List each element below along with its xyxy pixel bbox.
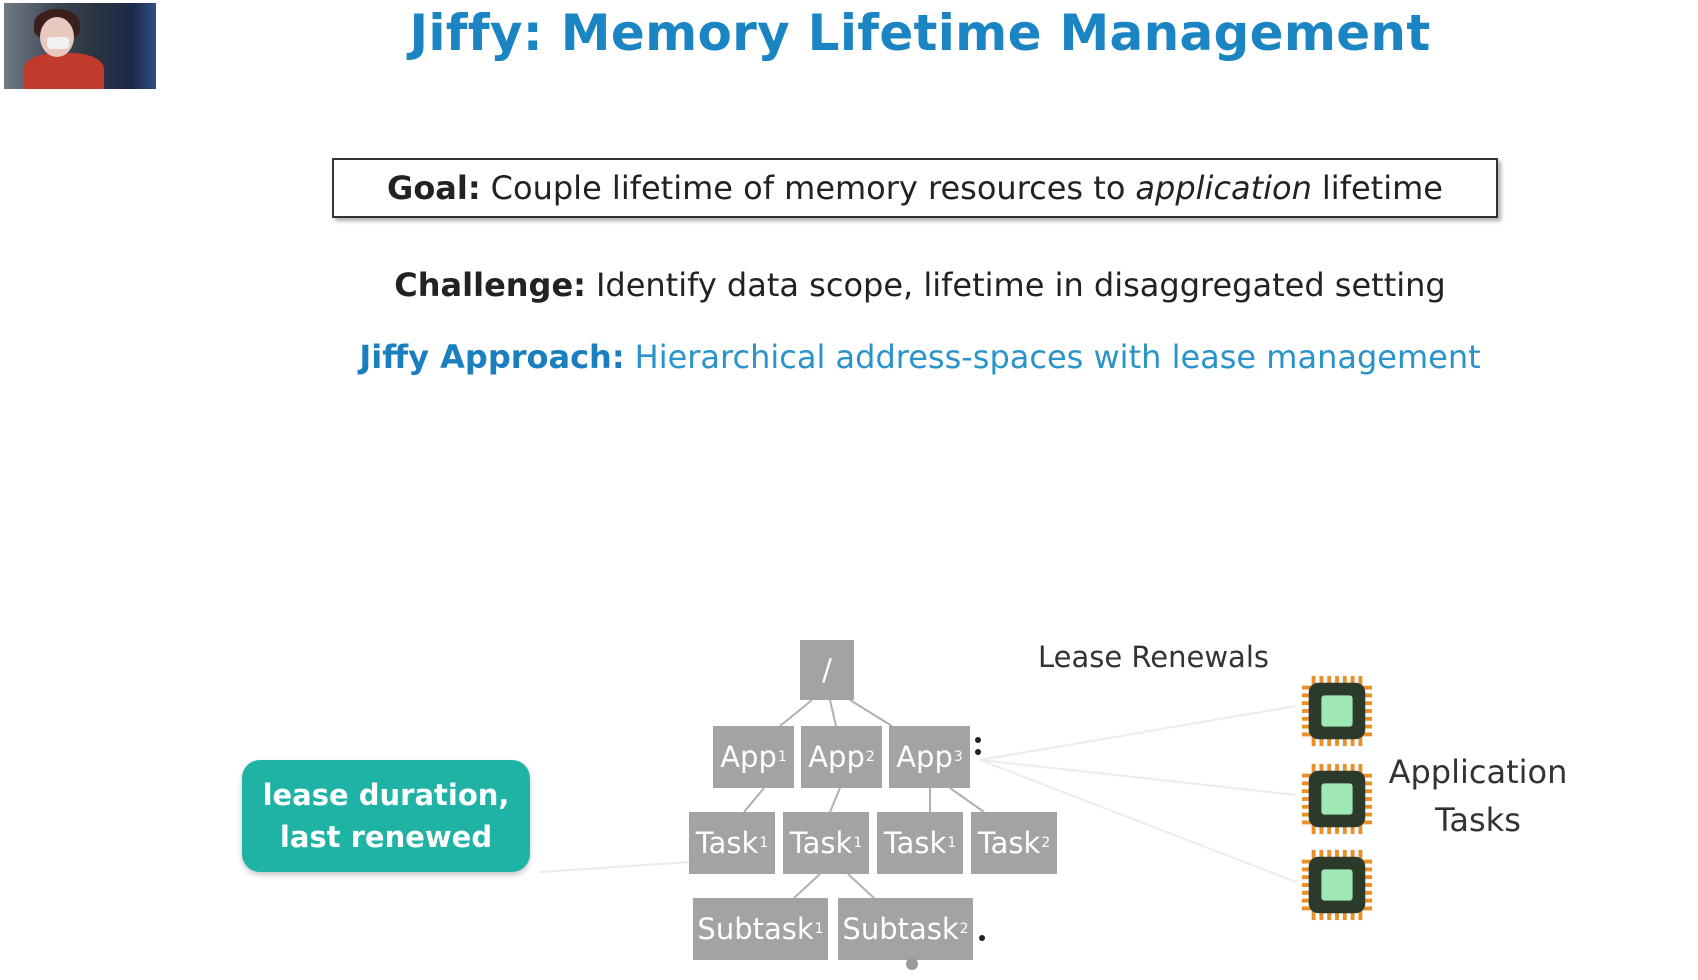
lease-info-box: lease duration, last renewed [242,760,530,872]
lease-renewals-label: Lease Renewals [1038,640,1269,674]
challenge-text: Identify data scope, lifetime in disaggr… [595,266,1446,304]
approach-label: Jiffy Approach: [359,338,625,376]
cpu-chip-icon [1301,849,1373,921]
presenter-webcam [4,3,156,89]
application-tasks-line-2: Tasks [1435,801,1521,839]
lease-line-1: lease duration, [262,778,510,812]
cpu-chip-icon [1301,763,1373,835]
cpu-chip-icon [1301,675,1373,747]
slide-title: Jiffy: Memory Lifetime Management [409,4,1431,62]
slide-pointer-dot [906,958,918,970]
approach-line: Jiffy Approach:Hierarchical address-spac… [0,338,1698,376]
lease-line-2: last renewed [279,820,493,854]
goal-box: Goal: Couple lifetime of memory resource… [332,158,1498,218]
tree-root-node: / [800,640,854,700]
goal-text-before: Couple lifetime of memory resources to [490,169,1126,207]
goal-text-after: lifetime [1321,169,1443,207]
challenge-line: Challenge:Identify data scope, lifetime … [0,266,1698,304]
application-tasks-label: Application Tasks [1378,748,1578,844]
goal-emphasis: application [1135,169,1312,207]
challenge-label: Challenge: [394,266,586,304]
approach-text: Hierarchical address-spaces with lease m… [634,338,1481,376]
goal-label: Goal: [387,169,481,207]
application-tasks-line-1: Application [1388,753,1568,791]
